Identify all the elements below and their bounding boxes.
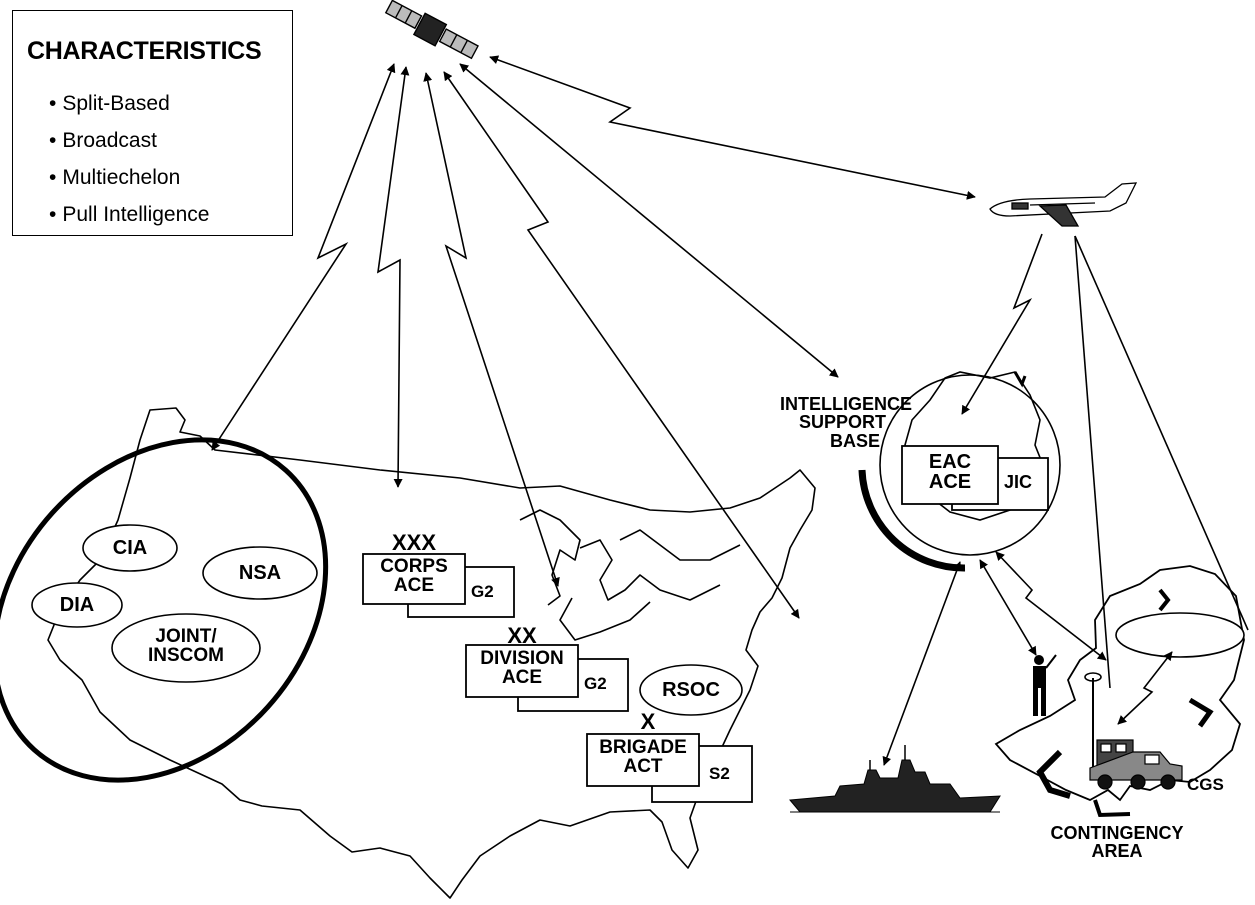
joint-label-line2: INSCOM <box>148 645 224 667</box>
corps-label-line2: ACE <box>393 575 435 597</box>
link-satellite-rsoc <box>443 71 800 619</box>
support-base-line2: SUPPORT <box>798 412 886 433</box>
cgs-label: CGS <box>1187 775 1224 794</box>
eac-ace-box <box>901 445 999 505</box>
characteristic-item: Broadcast <box>49 128 209 165</box>
brigade-label-line1: BRIGADE <box>599 737 687 758</box>
support-base-line1: INTELLIGENCE <box>779 394 912 414</box>
antenna-mast-icon <box>1084 672 1102 780</box>
comm-links <box>211 55 1249 766</box>
rsoc-label: RSOC <box>662 679 720 701</box>
link-aircraft-eac <box>961 233 1043 415</box>
division-label-line2: ACE <box>501 667 543 689</box>
rsoc-oval <box>639 664 743 716</box>
contingency-label-line1: CONTINGENCY <box>1050 823 1184 843</box>
soldier-icon <box>1033 654 1057 716</box>
characteristics-title: CHARACTERISTICS <box>27 37 262 65</box>
echelon-boxes <box>362 445 1049 803</box>
joint-label-line1: JOINT/ <box>155 626 217 647</box>
eac-label-line1: EAC <box>928 451 972 473</box>
link-satellite-corps <box>376 66 410 488</box>
brigade-label-line2: ACT <box>623 756 663 778</box>
cia-oval <box>82 524 178 572</box>
joint-oval <box>111 613 261 683</box>
support-base-line3: BASE <box>829 430 880 451</box>
division-ace-box <box>465 644 579 698</box>
characteristics-list: Split-Based Broadcast Multiechelon Pull … <box>49 91 209 239</box>
link-eac-ship <box>882 561 962 766</box>
brigade-s2-label: S2 <box>709 764 730 783</box>
corps-ace-label: CORPS ACE <box>380 557 448 596</box>
nsa-label: NSA <box>238 562 282 584</box>
link-satellite-support-base <box>459 63 839 378</box>
link-eac-soldier <box>979 559 1037 656</box>
link-aircraft-cone-right <box>1074 235 1249 631</box>
aircraft-icon <box>989 182 1138 227</box>
brigade-echelon-mark: X <box>640 709 656 734</box>
division-label-line1: DIVISION <box>480 648 564 669</box>
link-cone-cgs <box>1117 651 1173 725</box>
national-agencies-ellipse <box>0 437 329 783</box>
link-eac-cgs <box>995 551 1107 661</box>
contingency-oval <box>1115 612 1245 658</box>
corps-g2-label: G2 <box>471 582 494 601</box>
division-ace-label: DIVISION ACE <box>480 649 563 688</box>
agency-ovals <box>31 524 1245 716</box>
characteristic-item: Split-Based <box>49 91 209 128</box>
link-satellite-aircraft <box>489 55 976 200</box>
contingency-label-line2: AREA <box>1091 841 1143 862</box>
brigade-act-box <box>586 733 700 787</box>
cia-label: CIA <box>112 537 148 559</box>
joint-inscom-label: JOINT/ INSCOM <box>148 627 224 666</box>
contingency-map <box>994 565 1245 818</box>
intelligence-support-base-label: INTELLIGENCE SUPPORT BASE <box>780 395 912 450</box>
corps-label-line1: CORPS <box>380 556 448 577</box>
nsa-oval <box>202 546 318 600</box>
jic-label: JIC <box>1004 472 1033 492</box>
dia-oval <box>31 582 123 628</box>
division-echelon-mark: XX <box>507 623 537 648</box>
link-satellite-agencies <box>211 63 396 451</box>
characteristic-item: Pull Intelligence <box>49 202 209 239</box>
division-g2-label: G2 <box>584 674 607 693</box>
eac-ace-label: EAC ACE <box>929 452 971 493</box>
dia-label: DIA <box>59 594 95 616</box>
characteristics-box: CHARACTERISTICS Split-Based Broadcast Mu… <box>12 10 293 236</box>
ship-icon <box>789 745 1001 813</box>
cgs-truck-icon <box>1089 739 1183 790</box>
link-satellite-division <box>423 72 560 587</box>
eac-label-line2: ACE <box>928 471 972 494</box>
characteristic-item: Multiechelon <box>49 165 209 202</box>
brigade-act-label: BRIGADE ACT <box>599 738 687 777</box>
contingency-area-label: CONTINGENCY AREA <box>1050 824 1183 861</box>
corps-echelon-mark: XXX <box>391 530 437 555</box>
satellite-icon <box>384 0 479 60</box>
